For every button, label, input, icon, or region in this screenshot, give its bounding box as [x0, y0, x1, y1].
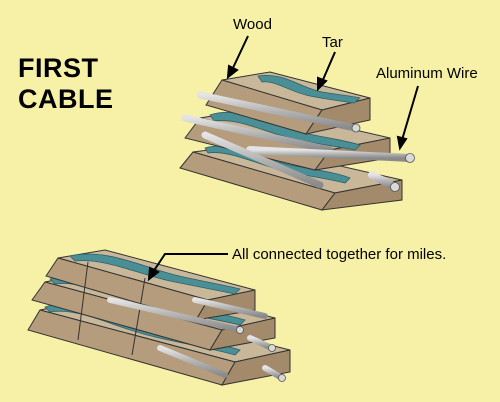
aluminum-wires-top — [181, 91, 415, 192]
wire-end — [351, 123, 361, 133]
wood-end-face — [320, 179, 403, 211]
wood-tier-upper — [205, 71, 371, 135]
wire — [246, 146, 414, 162]
label-wood: Wood — [233, 16, 272, 33]
wire — [247, 335, 275, 351]
arrow-aluminum — [401, 85, 419, 141]
label-tar: Tar — [322, 34, 343, 51]
cable-section-top — [179, 35, 419, 211]
label-connected: All connected together for miles. — [232, 246, 447, 263]
wire — [196, 91, 359, 132]
cable-section-bottom — [27, 249, 291, 386]
wire-end — [278, 374, 286, 382]
wire — [157, 345, 228, 378]
callout-arrow-connected — [147, 253, 228, 282]
section-joint — [131, 277, 146, 356]
wire-end — [405, 153, 415, 163]
diagram-title: FIRST CABLE — [18, 53, 114, 115]
wire-end — [236, 326, 244, 334]
title-line-2: CABLE — [18, 84, 114, 114]
wire — [107, 297, 243, 333]
callout-arrows-top — [226, 35, 419, 151]
wire — [181, 114, 334, 154]
title-line-1: FIRST — [18, 53, 99, 83]
wood-end-face — [221, 349, 291, 386]
arrow-tar — [321, 51, 336, 83]
wire-end — [268, 344, 276, 352]
label-aluminum-wire: Aluminum Wire — [376, 65, 478, 82]
tar-stripe — [257, 74, 361, 104]
wire — [192, 297, 268, 319]
wire-end — [390, 182, 400, 192]
wire — [201, 131, 324, 189]
arrow-wood — [231, 35, 249, 71]
section-joint — [77, 261, 89, 341]
